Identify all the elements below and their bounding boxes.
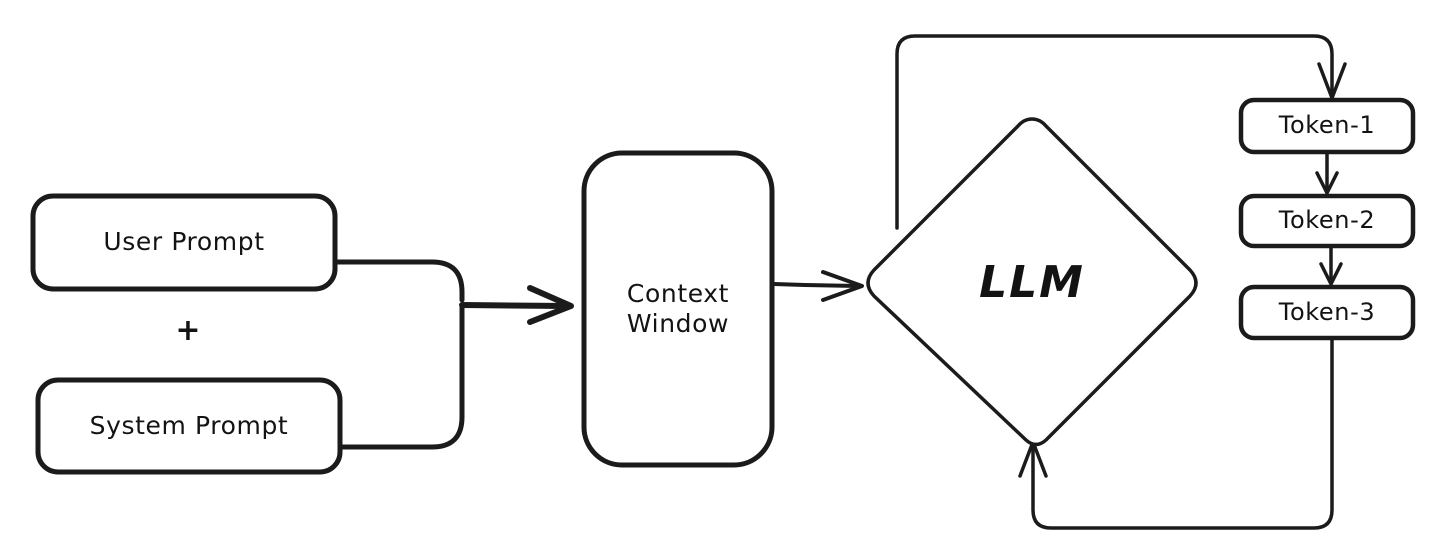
edge-context-window-to-llm	[772, 270, 864, 302]
node-system-prompt[interactable]	[35, 377, 343, 475]
node-token-2[interactable]	[1238, 193, 1416, 249]
node-label-plus-operator: +	[175, 312, 201, 348]
node-label-system-prompt: System Prompt	[89, 410, 289, 440]
node-label-context-window: Context Window	[626, 278, 730, 339]
node-label-token-3: Token-3	[1278, 297, 1376, 326]
node-token-1[interactable]	[1238, 97, 1416, 155]
node-llm-diamond[interactable]	[866, 117, 1198, 447]
node-token-3[interactable]	[1238, 284, 1416, 341]
edge-token-1-to-token-2	[1315, 152, 1339, 195]
node-label-token-2: Token-2	[1278, 206, 1376, 235]
node-label-llm: LLM	[979, 257, 1085, 309]
node-label-token-1: Token-1	[1278, 111, 1376, 140]
node-label-user-prompt: User Prompt	[103, 227, 265, 257]
node-context-window[interactable]	[581, 150, 775, 468]
node-user-prompt[interactable]	[30, 193, 338, 292]
edge-token-2-to-token-3	[1319, 246, 1343, 286]
edge-prompts-to-context-window	[334, 259, 574, 450]
